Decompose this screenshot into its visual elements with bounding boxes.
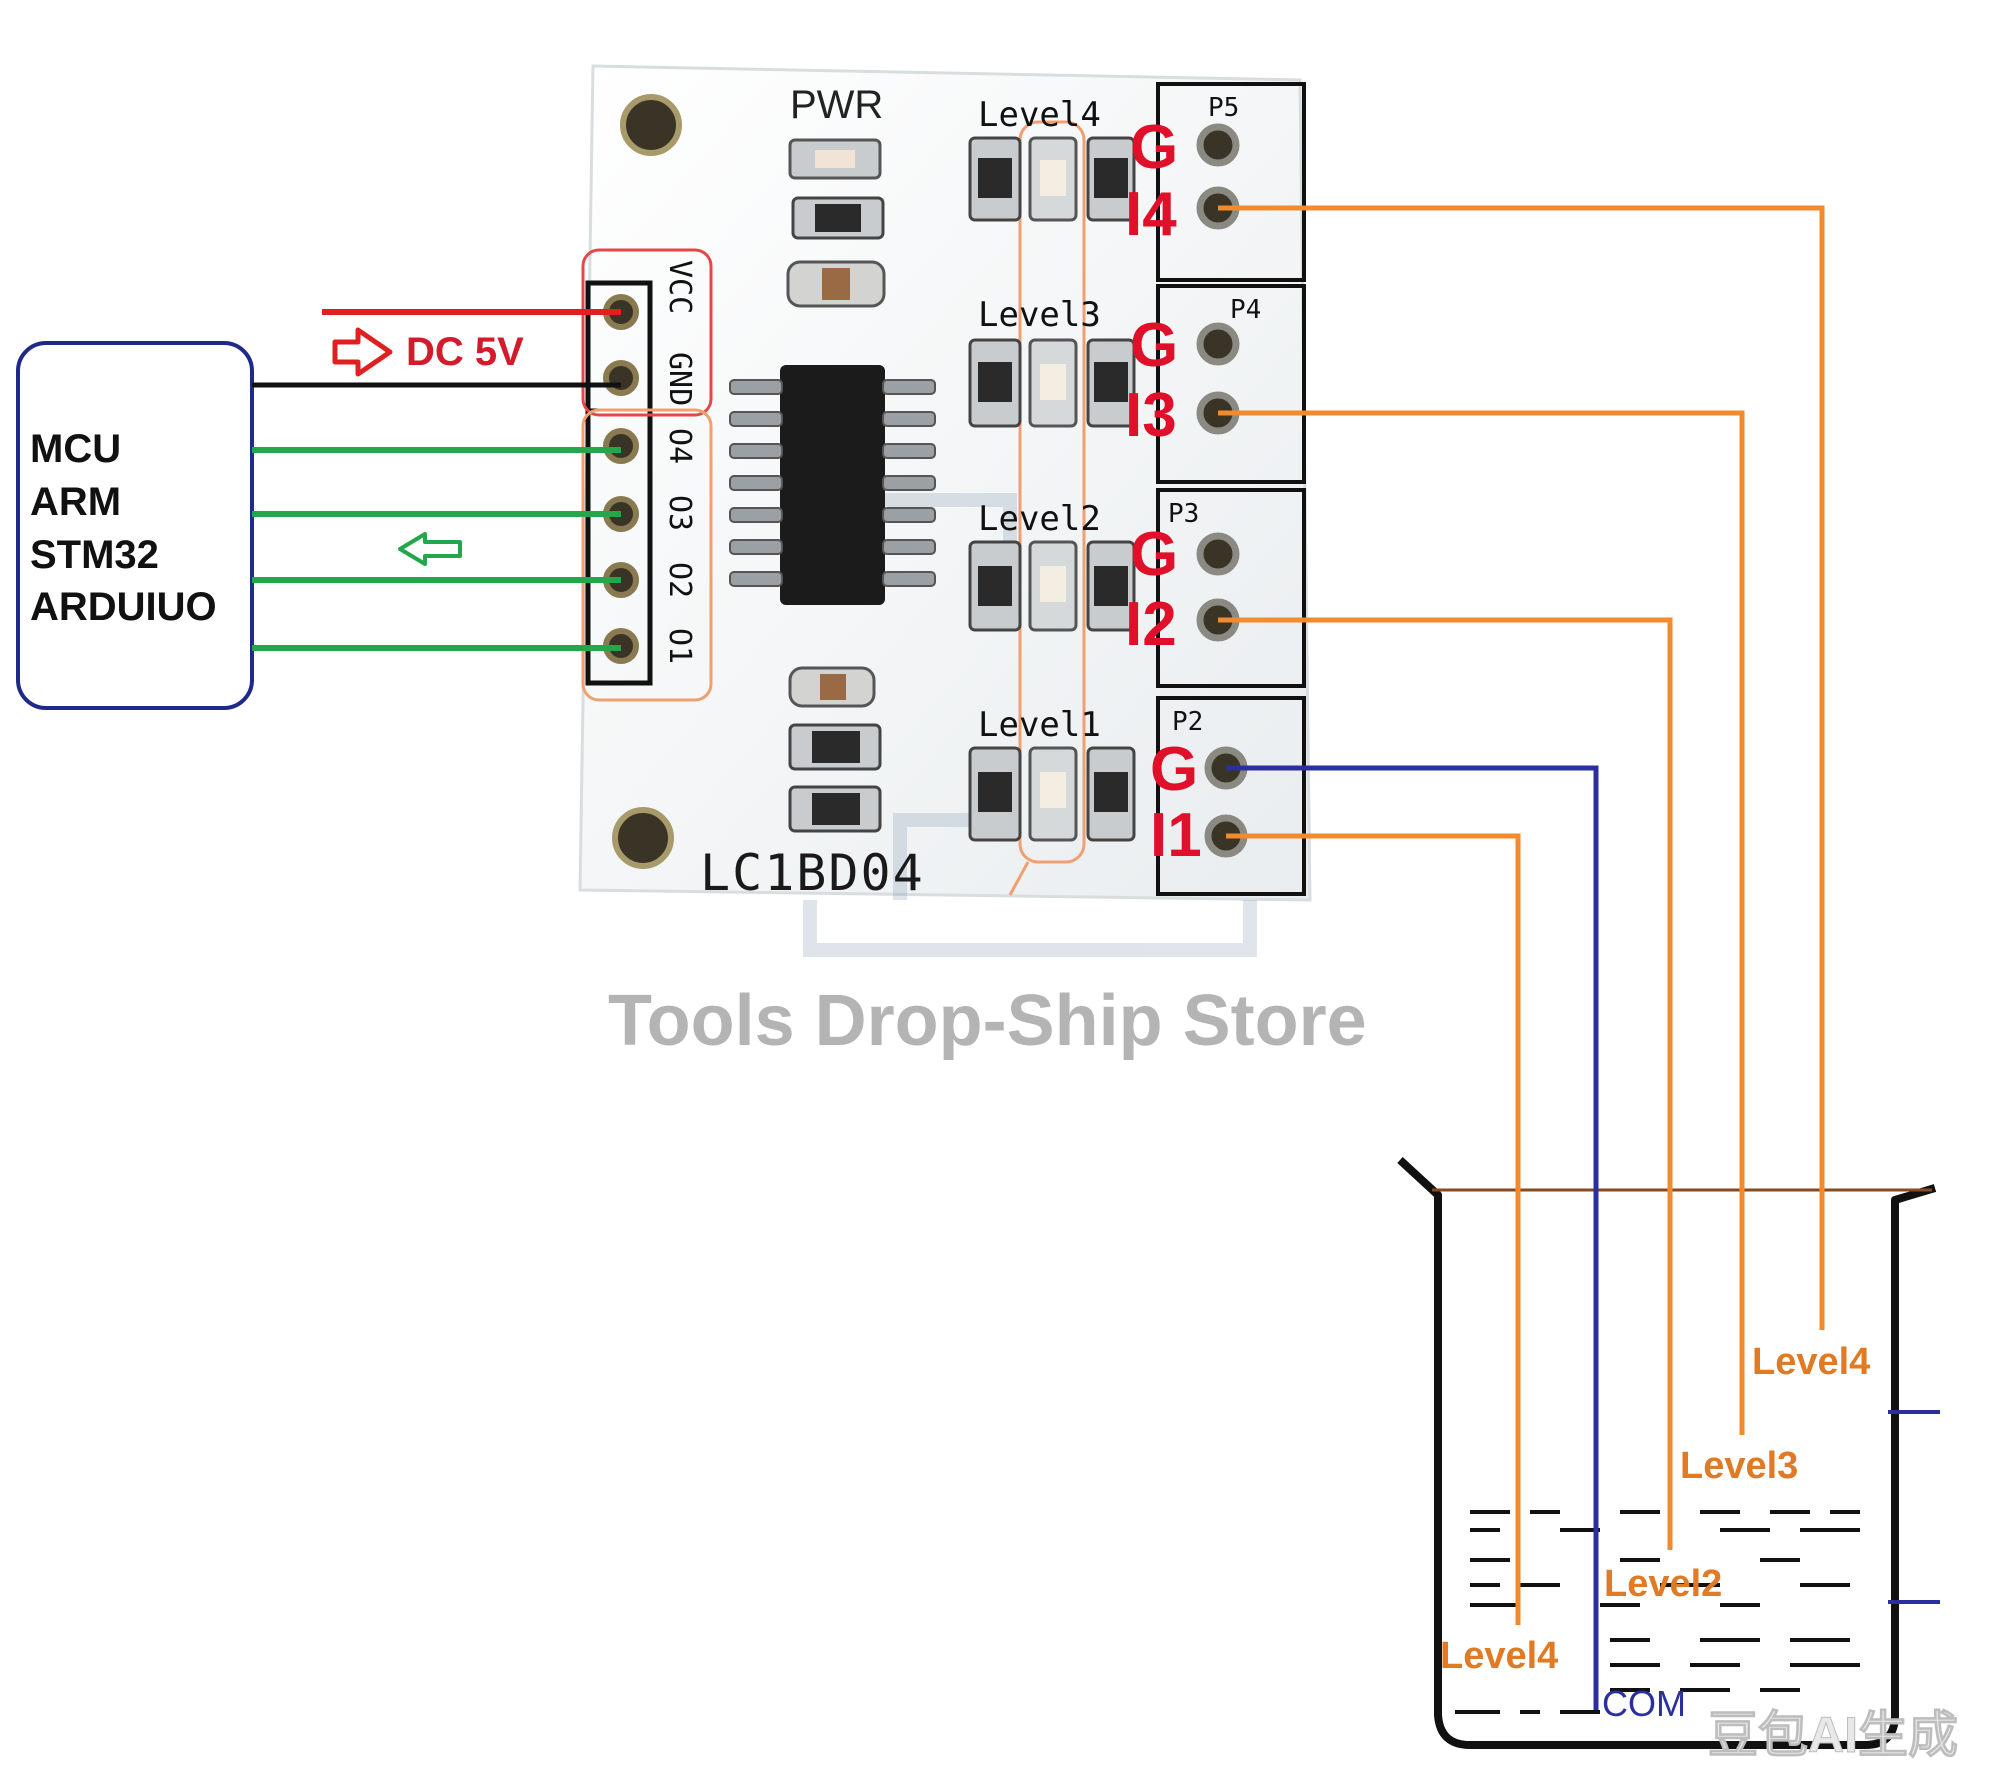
terminal-g-label: G [1130,520,1178,589]
mcu-box: MCU ARM STM32 ARDUIUO [16,341,254,710]
terminal-input-label: I4 [1125,180,1177,249]
led-column-highlight [1018,120,1086,864]
mounting-hole-top [620,94,682,156]
pin-label-o4: O4 [662,428,697,464]
channel-level-label: Level4 [978,95,1101,135]
corner-watermark: 豆包AI生成 [1708,1707,1958,1763]
terminal-box [1156,488,1306,688]
terminal-port-label: P5 [1208,93,1239,123]
probe-wire-com [1226,765,1599,1710]
probe-label-level3: Level3 [1680,1445,1798,1487]
probe-label-level2: Level2 [1604,1563,1722,1605]
channel-level-label: Level2 [978,499,1101,539]
pin-label-o1: O1 [662,628,697,664]
water-surface [1455,1510,1860,1714]
mcu-label-line2: ARM [30,480,121,524]
channel-level-label: Level1 [978,705,1101,745]
ic-chip [729,365,936,605]
channel-level3: Level3 P4 G I3 [968,284,1306,484]
power-arrow-icon [332,327,393,377]
pwr-label: PWR [790,83,883,127]
beaker [1397,1157,1940,1749]
channel-level-label: Level3 [978,295,1101,335]
probe-label-com: COM [1602,1683,1686,1724]
probe-wires [1218,205,1825,1710]
terminal-g-label: G [1150,735,1198,804]
terminal-input-label: I1 [1150,801,1202,870]
terminal-box [1156,696,1306,896]
probe-wire-level3 [1218,410,1745,1435]
probe-label-level1: Level4 [1440,1635,1558,1677]
mcu-label-line1: MCU [30,427,121,471]
terminal-g-pad [1196,123,1240,167]
probe-label-level4: Level4 [1752,1341,1870,1383]
terminal-g-pad [1196,532,1240,576]
terminal-input-label: I3 [1125,381,1177,450]
terminal-g-label: G [1130,311,1178,380]
mcu-label-line3: STM32 [30,533,159,577]
terminal-port-label: P2 [1172,707,1203,737]
probe-wire-level1 [1226,833,1521,1625]
signal-pin-highlight [581,408,713,702]
pcb-board: PWR [578,64,1312,957]
pin-label-vcc: VCC [662,260,697,314]
terminal-port-label: P4 [1230,295,1261,325]
channel-level2: Level2 P3 G I2 [968,488,1306,688]
mounting-hole-bottom [612,807,674,869]
board-model-label: LC1BD04 [700,844,925,902]
power-label: DC 5V [406,330,524,374]
pin-label-o2: O2 [662,562,697,598]
channel-level4: Level4 P5 G I4 [968,82,1306,282]
mcu-label-line4: ARDUIUO [30,585,217,629]
terminal-g-pad [1196,322,1240,366]
terminal-box [1156,284,1306,484]
signal-direction-arrow-icon [398,532,462,566]
terminal-input-label: I2 [1125,590,1177,659]
channel-level1: Level1 P2 G I1 [968,696,1306,896]
terminal-g-label: G [1130,113,1178,182]
power-pin-highlight [581,248,713,417]
pin-label-gnd: GND [662,352,697,406]
signal-wires [252,447,621,651]
pin-label-o3: O3 [662,495,697,531]
probe-wire-level2 [1218,617,1673,1550]
terminal-port-label: P3 [1168,499,1199,529]
store-watermark: Tools Drop-Ship Store [608,981,1367,1061]
terminal-box [1156,82,1306,282]
probe-wire-level4 [1218,205,1825,1330]
